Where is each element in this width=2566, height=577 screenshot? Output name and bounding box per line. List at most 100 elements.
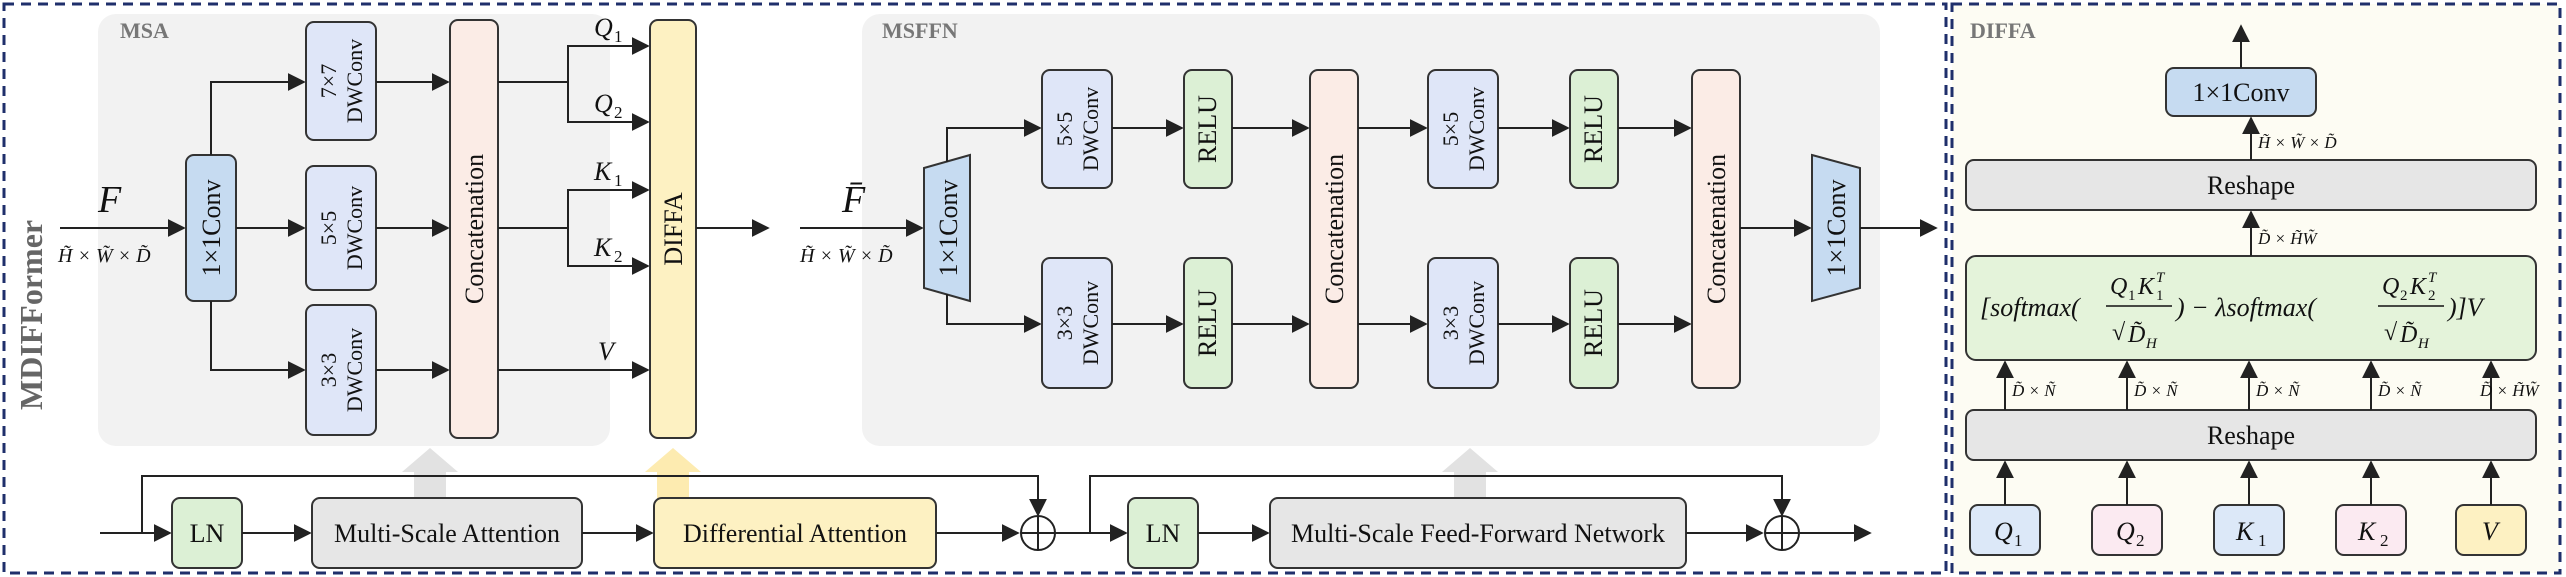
formula: [softmax( Q 1 K 1 T √ D̃ H ) − λsoftmax(… [1980,270,2486,352]
svg-text:DWConv: DWConv [1078,87,1103,171]
model-name: MDIFFormer [13,220,49,410]
svg-text:H̃ × W̃ × D̃: H̃ × W̃ × D̃ [2257,133,2337,152]
svg-text:V: V [2482,517,2501,546]
svg-text:DWConv: DWConv [342,39,367,123]
svg-text:K: K [593,157,613,186]
svg-text:D̃: D̃ [2127,321,2145,348]
svg-text:1: 1 [614,27,623,46]
svg-text:D̃: D̃ [2399,321,2417,348]
msffn-concatenation-1 [1309,69,1359,389]
svg-text:1×1Conv: 1×1Conv [2192,78,2289,107]
diffa-hint-arrow [645,448,701,500]
svg-text:RELU: RELU [1193,95,1222,163]
svg-text:Q: Q [594,89,613,118]
v-label: V [598,337,617,366]
k1-label: K 1 [593,157,623,190]
svg-text:2: 2 [2400,288,2408,304]
svg-text:K: K [2409,274,2428,300]
k2-label: K 2 [593,233,623,266]
svg-text:3×3: 3×3 [1438,306,1463,340]
svg-text:DWConv: DWConv [1464,87,1489,171]
input-f-label: F [97,179,122,221]
svg-text:Reshape: Reshape [2207,421,2295,450]
reshape-bottom [1965,409,2537,461]
svg-text:K: K [593,233,613,262]
msa-title: MSA [120,18,169,43]
svg-text:Q: Q [1994,517,2013,546]
svg-text:7×7: 7×7 [316,64,341,98]
msffn-conv1x1-in [923,153,971,303]
svg-text:2: 2 [614,247,623,266]
q1-label: Q 1 [594,13,623,46]
svg-text:1: 1 [2128,288,2136,304]
left-frame [2,2,1948,575]
msa-diffa-label: DIFFA [659,192,688,265]
svg-text:Concatenation: Concatenation [1320,154,1349,304]
svg-text:D̃ × H̃W̃: D̃ × H̃W̃ [2257,229,2319,248]
msa-hint-arrow [402,448,458,500]
q2-label: Q 2 [594,89,623,122]
svg-text:Q: Q [2382,274,2399,300]
svg-text:D̃ × Ñ: D̃ × Ñ [2377,381,2423,400]
svg-text:5×5: 5×5 [1438,112,1463,146]
svg-text:Multi-Scale Attention: Multi-Scale Attention [334,519,560,548]
msffn-hint-arrow [1442,448,1498,500]
svg-text:RELU: RELU [1579,289,1608,357]
msffn-conv1x1-out [1811,153,1861,303]
svg-text:) − λsoftmax(: ) − λsoftmax( [2174,293,2317,322]
svg-text:Q: Q [2116,517,2135,546]
svg-text:H: H [2145,336,2158,352]
input-fbar-label: F̄ [841,179,866,221]
svg-text:DWConv: DWConv [1464,281,1489,365]
svg-text:1: 1 [2014,531,2023,550]
msffn-title: MSFFN [882,18,958,43]
svg-text:RELU: RELU [1193,289,1222,357]
msffn-conv1x1-out-label: 1×1Conv [1822,179,1851,276]
svg-text:DWConv: DWConv [342,186,367,270]
svg-text:1: 1 [2156,288,2164,304]
svg-text:Q: Q [2110,274,2127,300]
svg-text:3×3: 3×3 [316,353,341,387]
svg-text:2: 2 [614,103,623,122]
svg-text:Differential Attention: Differential Attention [683,519,907,548]
svg-text:5×5: 5×5 [316,211,341,245]
svg-text:T: T [2428,270,2438,286]
diffa-title: DIFFA [1970,18,2036,43]
svg-text:D̃ × Ñ: D̃ × Ñ [2133,381,2179,400]
svg-text:RELU: RELU [1579,95,1608,163]
svg-text:DWConv: DWConv [1078,281,1103,365]
svg-text:DWConv: DWConv [342,328,367,412]
input-fbar-dims: H̃ × W̃ × D̃ [799,244,893,267]
svg-text:2: 2 [2380,531,2389,550]
svg-text:)]V: )]V [2446,293,2486,322]
msffn-panel [862,14,1880,446]
svg-text:LN: LN [190,519,225,548]
svg-text:D̃ × Ñ: D̃ × Ñ [2011,381,2057,400]
svg-text:Multi-Scale Feed-Forward Netwo: Multi-Scale Feed-Forward Network [1291,519,1665,548]
svg-text:K: K [2357,517,2377,546]
svg-text:√: √ [2384,320,2398,346]
svg-text:D̃ × H̃W̃: D̃ × H̃W̃ [2479,381,2541,400]
svg-text:Reshape: Reshape [2207,171,2295,200]
svg-text:√: √ [2112,320,2126,346]
svg-text:5×5: 5×5 [1052,112,1077,146]
svg-text:T: T [2156,270,2166,286]
svg-text:2: 2 [2428,288,2436,304]
msa-concatenation-label: Concatenation [460,154,489,304]
svg-text:[softmax(: [softmax( [1980,293,2081,322]
msa-conv1x1-label: 1×1Conv [197,179,226,276]
svg-text:2: 2 [2136,531,2145,550]
svg-text:D̃ × Ñ: D̃ × Ñ [2255,381,2301,400]
svg-text:1: 1 [614,171,623,190]
svg-text:K: K [2137,274,2156,300]
input-f-dims: H̃ × W̃ × D̃ [57,244,151,267]
svg-text:H: H [2417,336,2430,352]
svg-text:1: 1 [2258,531,2267,550]
svg-text:LN: LN [1146,519,1181,548]
svg-text:K: K [2235,517,2255,546]
svg-text:Q: Q [594,13,613,42]
msffn-conv1x1-in-label: 1×1Conv [934,179,963,276]
svg-text:Concatenation: Concatenation [1702,154,1731,304]
svg-text:3×3: 3×3 [1052,306,1077,340]
